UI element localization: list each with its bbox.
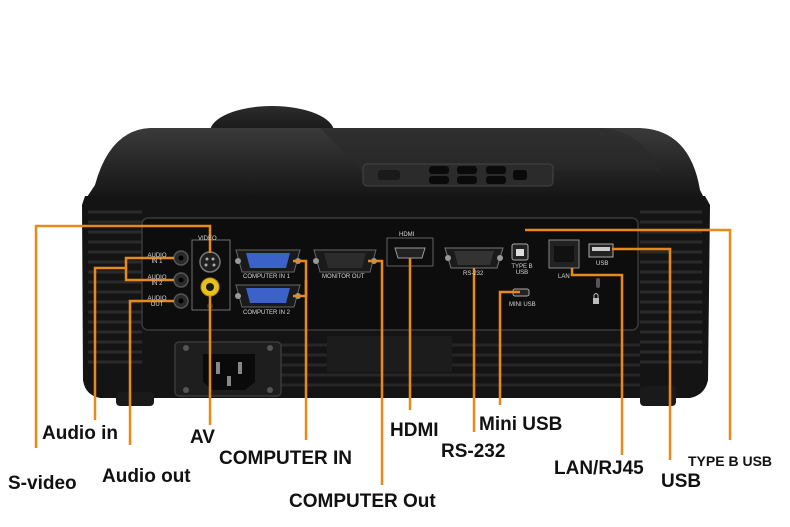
s-video-port xyxy=(199,251,221,273)
av-composite-port xyxy=(200,277,220,297)
vga-computer-in-1 xyxy=(235,249,301,273)
panel-label-audio-out: AUDIO OUT xyxy=(147,296,167,309)
panel-label-computer-in-2: COMPUTER IN 2 xyxy=(243,310,291,316)
callout-av: AV xyxy=(190,427,215,448)
callout-s-video: S-video xyxy=(8,473,77,494)
panel-label-usb: USB xyxy=(596,261,609,267)
power-socket xyxy=(174,341,282,397)
vga-monitor-out xyxy=(313,249,377,273)
lan-rj45-port xyxy=(548,239,580,269)
panel-label-type-b-usb: TYPE B USB xyxy=(511,264,533,277)
panel-label-computer-in-1: COMPUTER IN 1 xyxy=(243,274,291,280)
leader-lines xyxy=(34,224,732,485)
callout-rs232: RS-232 xyxy=(441,441,506,462)
callout-usb: USB xyxy=(661,471,702,492)
usb-a-port xyxy=(588,243,614,258)
leader-computer-out xyxy=(368,259,384,485)
panel-label-monitor-out: MONITOR OUT xyxy=(322,274,365,280)
leader-audio-out xyxy=(128,299,174,445)
audio-jacks xyxy=(173,250,189,309)
panel-label-audio-in-2: AUDIO IN 2 xyxy=(147,275,167,288)
callout-computer-out: COMPUTER Out xyxy=(289,491,436,512)
panel-label-mini-usb: MINI USB xyxy=(509,302,536,308)
callout-audio-out: Audio out xyxy=(102,466,191,487)
callout-audio-in: Audio in xyxy=(42,423,118,444)
leader-computer-in xyxy=(293,259,308,298)
lock-icon xyxy=(593,293,599,304)
panel-label-video: VIDEO xyxy=(198,236,217,242)
rs232-port xyxy=(444,247,504,269)
leader-usb xyxy=(612,247,672,460)
leader-s-video xyxy=(34,224,212,448)
callout-computer-in: COMPUTER IN xyxy=(219,448,352,469)
panel-label-audio-in-1: AUDIO IN 1 xyxy=(147,253,167,266)
control-keypad xyxy=(362,163,554,187)
panel-label-hdmi: HDMI xyxy=(399,232,415,238)
callout-lan: LAN/RJ45 xyxy=(554,458,644,479)
vga-computer-in-2 xyxy=(235,284,301,308)
callout-type-b-usb: TYPE B USB xyxy=(688,453,773,469)
callout-mini-usb: Mini USB xyxy=(479,414,563,435)
panel-label-rs232: RS-232 xyxy=(463,271,484,277)
foot-left xyxy=(116,392,154,406)
panel-label-lan: LAN xyxy=(558,274,570,280)
leader-type-b-usb xyxy=(525,228,732,440)
type-b-usb-port xyxy=(511,243,529,261)
leader-mini-usb xyxy=(498,290,520,405)
foot-right xyxy=(640,386,676,406)
callout-hdmi: HDMI xyxy=(390,420,439,441)
leader-lan xyxy=(570,268,624,455)
